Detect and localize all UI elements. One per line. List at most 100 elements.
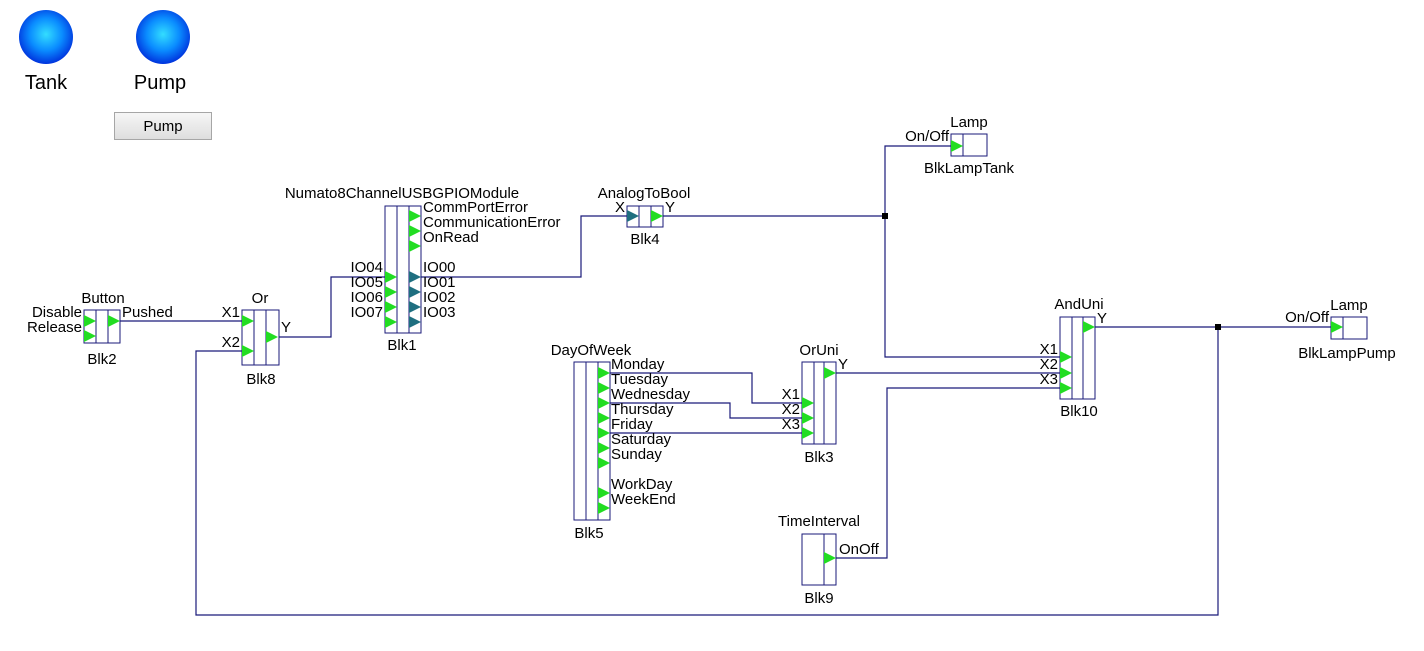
input-pin-x3[interactable] (802, 427, 814, 439)
block-lamp-tank[interactable]: Lamp On/Off BlkLampTank (905, 114, 1014, 177)
pin-label: IO01 (423, 274, 456, 291)
input-pin-disable[interactable] (84, 315, 96, 327)
pin-label: Y (1097, 310, 1107, 327)
input-pin-x[interactable] (627, 210, 639, 222)
input-pin-x3[interactable] (1060, 382, 1072, 394)
output-pin-y[interactable] (266, 331, 278, 343)
output-pin-commporterror[interactable] (409, 210, 421, 222)
input-pin-on-off[interactable] (951, 140, 963, 152)
input-pin-io04[interactable] (385, 271, 397, 283)
input-pin-x1[interactable] (1060, 351, 1072, 363)
block-name-label: BlkLampPump (1298, 345, 1396, 362)
pin-label: Monday (611, 356, 665, 373)
block-name-label: Blk3 (804, 449, 833, 466)
pin-label: IO07 (350, 304, 383, 321)
pin-label: WeekEnd (611, 491, 676, 508)
output-pin-monday[interactable] (598, 367, 610, 379)
block-day-of-week[interactable]: DayOfWeek Monday Tuesday Wednesday Thurs… (551, 342, 691, 542)
block-or-uni[interactable]: OrUni X1 X2 X3 Y Blk3 (782, 342, 848, 466)
block-body[interactable] (384, 205, 422, 334)
output-pin-io00[interactable] (409, 271, 421, 283)
output-pin-thursday[interactable] (598, 412, 610, 424)
input-pin-io06[interactable] (385, 301, 397, 313)
block-analog-to-bool[interactable]: AnalogToBool X Y Blk4 (598, 185, 691, 248)
output-pin-sunday[interactable] (598, 457, 610, 469)
junction-dot (882, 213, 888, 219)
output-pin-onoff[interactable] (824, 552, 836, 564)
output-pin-wednesday[interactable] (598, 397, 610, 409)
pin-label: CommunicationError (423, 214, 561, 231)
wire-junction-and-x1 (884, 216, 1060, 358)
pin-label: IO06 (350, 289, 383, 306)
tank-label: Tank (25, 72, 68, 94)
junction-dot-2 (1215, 324, 1221, 330)
pin-label: Thursday (611, 401, 674, 418)
pin-label: Friday (611, 416, 653, 433)
output-pin-weekend[interactable] (598, 502, 610, 514)
input-pin-on-off[interactable] (1331, 321, 1343, 333)
pin-label: X (615, 199, 625, 216)
output-pin-tuesday[interactable] (598, 382, 610, 394)
pin-label: On/Off (905, 128, 950, 145)
block-type-label: TimeInterval (778, 513, 860, 530)
input-pin-x2[interactable] (1060, 367, 1072, 379)
output-pin-friday[interactable] (598, 427, 610, 439)
pin-label: X2 (222, 334, 240, 351)
pin-label: IO00 (423, 259, 456, 276)
wires (120, 145, 1331, 616)
input-pin-io07[interactable] (385, 316, 397, 328)
block-type-label: Lamp (950, 114, 988, 131)
block-or[interactable]: Or X1 X2 Y Blk8 (222, 290, 291, 388)
pin-label: Tuesday (611, 371, 668, 388)
block-button[interactable]: Button Disable Release Pushed Blk2 (27, 290, 173, 368)
output-pin-saturday[interactable] (598, 442, 610, 454)
pin-label: Y (281, 319, 291, 336)
output-pin-pushed[interactable] (108, 315, 120, 327)
block-name-label: Blk8 (246, 371, 275, 388)
pin-label: On/Off (1285, 309, 1330, 326)
wire-io00-x (421, 215, 627, 278)
output-pin-io01[interactable] (409, 286, 421, 298)
block-type-label: Button (81, 290, 124, 307)
input-pin-release[interactable] (84, 330, 96, 342)
output-pin-io03[interactable] (409, 316, 421, 328)
output-pin-io02[interactable] (409, 301, 421, 313)
output-pin-y[interactable] (824, 367, 836, 379)
pin-label: Release (27, 319, 82, 336)
block-type-label: AndUni (1054, 296, 1103, 313)
pin-label: OnOff (839, 541, 880, 558)
block-type-label: DayOfWeek (551, 342, 632, 359)
block-type-label: Or (252, 290, 269, 307)
input-pin-io05[interactable] (385, 286, 397, 298)
block-lamp-pump[interactable]: Lamp On/Off BlkLampPump (1285, 297, 1396, 362)
block-type-label: Lamp (1330, 297, 1368, 314)
block-body[interactable] (83, 309, 121, 344)
pin-label: IO05 (350, 274, 383, 291)
pin-label: Y (838, 356, 848, 373)
output-pin-workday[interactable] (598, 487, 610, 499)
input-pin-x2[interactable] (802, 412, 814, 424)
input-pin-x1[interactable] (242, 315, 254, 327)
pin-label: Wednesday (611, 386, 690, 403)
pin-label: X3 (1040, 371, 1058, 388)
input-pin-x1[interactable] (802, 397, 814, 409)
pump-button[interactable]: Pump (114, 112, 212, 140)
block-name-label: Blk2 (87, 351, 116, 368)
pin-label: X2 (782, 401, 800, 418)
block-numato-gpio[interactable]: Numato8ChannelUSBGPIOModule CommPortErro… (285, 185, 561, 354)
pump-indicator: Pump (134, 10, 190, 94)
wire-or-io04 (279, 276, 385, 338)
block-time-interval[interactable]: TimeInterval OnOff Blk9 (778, 513, 880, 607)
wire-wednesday-x2 (610, 402, 802, 419)
output-pin-onread[interactable] (409, 240, 421, 252)
pin-label: Y (665, 199, 675, 216)
pin-label: Pushed (122, 304, 173, 321)
output-pin-communicationerror[interactable] (409, 225, 421, 237)
pin-label: IO04 (350, 259, 383, 276)
block-and-uni[interactable]: AndUni X1 X2 X3 Y Blk10 (1040, 296, 1107, 420)
output-pin-y[interactable] (651, 210, 663, 222)
tank-led-icon (19, 10, 73, 64)
output-pin-y[interactable] (1083, 321, 1095, 333)
input-pin-x2[interactable] (242, 345, 254, 357)
pin-label: IO02 (423, 289, 456, 306)
